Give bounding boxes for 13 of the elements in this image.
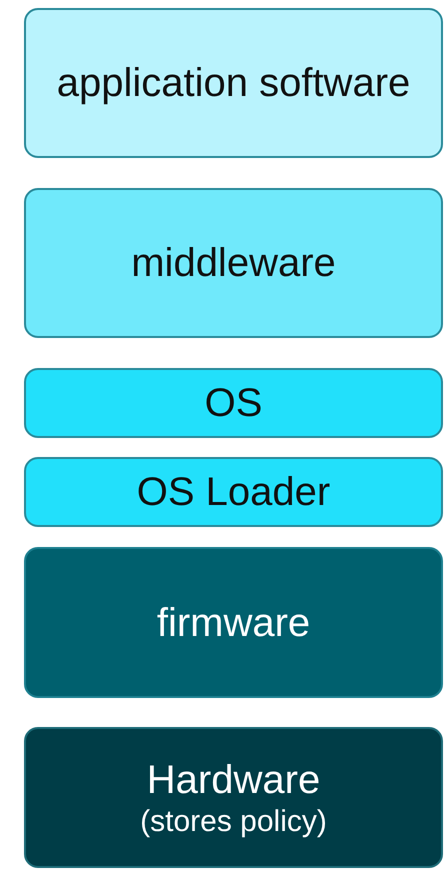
layer-label: firmware <box>156 600 312 646</box>
layer-label: OS Loader <box>136 469 332 516</box>
layer-box <box>24 188 443 338</box>
layer-box <box>24 457 443 527</box>
layer-box <box>24 8 443 158</box>
layer-box <box>24 368 443 438</box>
layer-box <box>24 547 443 698</box>
layer-label: middleware <box>130 240 337 287</box>
layer-box <box>24 727 443 868</box>
layer-label: application software <box>56 60 412 107</box>
layer-label: Hardware <box>146 756 322 804</box>
layer-note: (stores policy) <box>140 804 327 840</box>
layer-label: OS <box>204 380 264 427</box>
